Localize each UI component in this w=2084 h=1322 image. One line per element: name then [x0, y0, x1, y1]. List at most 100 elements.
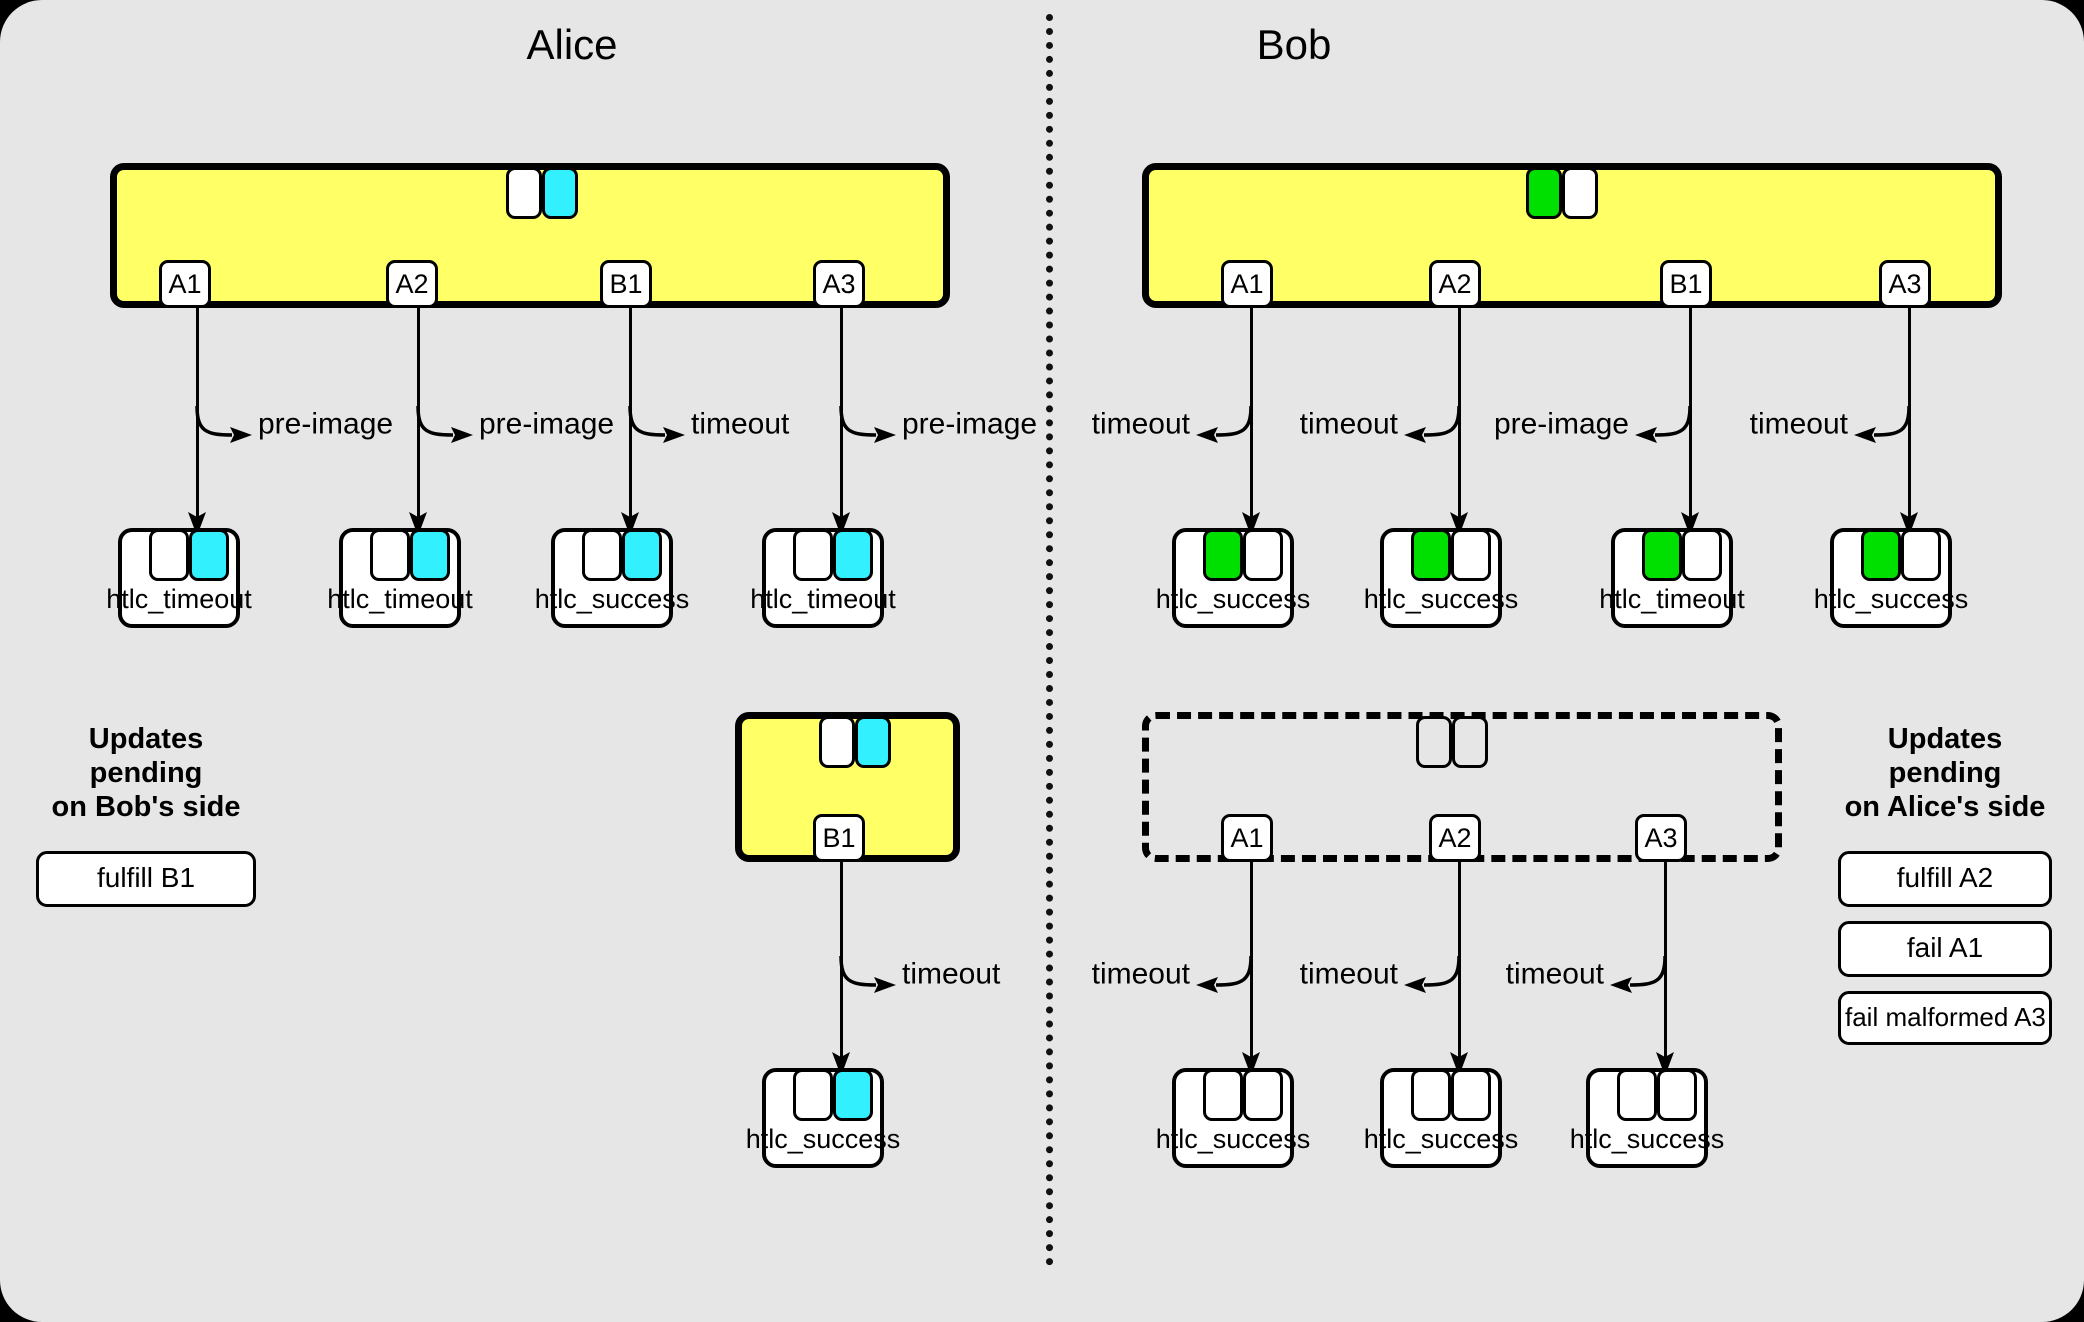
- alice-second-branch-b1: timeout: [839, 955, 1110, 995]
- bob-htlc-box-3: htlc_timeout: [1599, 528, 1745, 628]
- commitment-chip-local: [819, 716, 855, 768]
- htlc-chips: [1411, 1069, 1491, 1121]
- pending-panel-bob-side: Updates pending on Bob's side fulfill B1: [36, 722, 256, 907]
- branch-arrow-icon: [839, 955, 896, 993]
- bob-arrowhead-a1: [1238, 500, 1264, 536]
- branch-arrow-icon: [1404, 405, 1461, 443]
- alice-htlc-box-1: htlc_timeout: [106, 528, 252, 628]
- bob-second-branch-label-a3: timeout: [1505, 957, 1604, 991]
- htlc-chips: [149, 529, 229, 581]
- alice-output-tab-a2[interactable]: A2: [386, 260, 438, 308]
- alice-output-tab-a3[interactable]: A3: [813, 260, 865, 308]
- htlc-chips: [1861, 529, 1941, 581]
- bob-second-output-tab-a2[interactable]: A2: [1429, 814, 1481, 862]
- alice-arrowhead-b1: [617, 500, 643, 536]
- htlc-chips: [1411, 529, 1491, 581]
- bob-htlc-box-4: htlc_success: [1814, 528, 1968, 628]
- alice-branch-label-a2: pre-image: [479, 407, 615, 441]
- htlc-chip-local: [793, 1069, 833, 1121]
- branch-arrow-icon: [1404, 955, 1461, 993]
- alice-branch-a2: pre-image: [416, 405, 687, 445]
- htlc-chip-local: [1203, 529, 1243, 581]
- alice-branch-a3: pre-image: [839, 405, 1110, 445]
- bob-second-htlc-box-1: htlc_success: [1156, 1068, 1310, 1168]
- htlc-chips: [793, 1069, 873, 1121]
- bob-second-output-tab-a3[interactable]: A3: [1635, 814, 1687, 862]
- commitment-chip-local: [506, 167, 542, 219]
- bob-second-arrowhead-a1: [1238, 1040, 1264, 1076]
- bob-second-commitment-chips: [1416, 716, 1488, 768]
- htlc-chip-remote: [1451, 1069, 1491, 1121]
- bob-second-htlc-name-3: htlc_success: [1569, 1124, 1725, 1154]
- alice-output-tab-b1[interactable]: B1: [600, 260, 652, 308]
- alice-htlc-name-4: htlc_timeout: [750, 584, 896, 614]
- htlc-chips: [1203, 1069, 1283, 1121]
- bob-second-htlc-box-3: htlc_success: [1570, 1068, 1724, 1168]
- bob-commitment-chips: [1526, 167, 1598, 219]
- htlc-chip-remote: [622, 529, 662, 581]
- alice-output-tab-a1[interactable]: A1: [159, 260, 211, 308]
- alice-htlc-name-3: htlc_success: [534, 584, 690, 614]
- branch-arrow-icon: [628, 405, 685, 443]
- commitment-chip-remote: [542, 167, 578, 219]
- htlc-chip-remote: [1243, 529, 1283, 581]
- branch-arrow-icon: [1196, 405, 1253, 443]
- pending-item-fulfill-a2[interactable]: fulfill A2: [1838, 850, 2052, 907]
- htlc-chip-remote: [833, 529, 873, 581]
- htlc-chip-remote: [410, 529, 450, 581]
- alice-branch-a1: pre-image: [195, 405, 466, 445]
- pending-item-fulfill-b1[interactable]: fulfill B1: [36, 850, 256, 907]
- bob-second-htlc-box-2: htlc_success: [1364, 1068, 1518, 1168]
- alice-branch-label-a1: pre-image: [258, 407, 394, 441]
- pending-item-fail-malformed-a3[interactable]: fail malformed A3: [1838, 990, 2052, 1045]
- pending-panel-alice-side-title: Updates pending on Alice's side: [1844, 723, 2046, 824]
- bob-output-tab-b1[interactable]: B1: [1660, 260, 1712, 308]
- bob-second-branch-a1: timeout: [1000, 955, 1253, 995]
- branch-arrow-icon: [839, 405, 896, 443]
- bob-htlc-box-1: htlc_success: [1156, 528, 1310, 628]
- alice-arrowhead-a3: [828, 500, 854, 536]
- bob-second-branch-a3: timeout: [1414, 955, 1667, 995]
- commitment-chip-local: [1526, 167, 1562, 219]
- bob-branch-a1: timeout: [1000, 405, 1253, 445]
- alice-branch-label-a3: pre-image: [902, 407, 1038, 441]
- htlc-chip-local: [1617, 1069, 1657, 1121]
- bob-htlc-box-2: htlc_success: [1364, 528, 1518, 628]
- bob-second-htlc-name-1: htlc_success: [1155, 1124, 1311, 1154]
- bob-htlc-name-3: htlc_timeout: [1599, 584, 1745, 614]
- alice-commitment-tx: [110, 163, 950, 308]
- alice-htlc-box-4: htlc_timeout: [750, 528, 896, 628]
- branch-arrow-icon: [1854, 405, 1911, 443]
- alice-htlc-box-3: htlc_success: [535, 528, 689, 628]
- bob-branch-label-a3: timeout: [1749, 407, 1848, 441]
- bob-second-arrowhead-a3: [1652, 1040, 1678, 1076]
- bob-output-tab-a3[interactable]: A3: [1879, 260, 1931, 308]
- bob-second-output-tab-a1[interactable]: A1: [1221, 814, 1273, 862]
- alice-arrowhead-a1: [184, 500, 210, 536]
- bob-output-tab-a1[interactable]: A1: [1221, 260, 1273, 308]
- htlc-chips: [1642, 529, 1722, 581]
- bob-second-arrowhead-a2: [1446, 1040, 1472, 1076]
- htlc-chip-remote: [1451, 529, 1491, 581]
- branch-arrow-icon: [1196, 955, 1253, 993]
- pending-item-fail-a1[interactable]: fail A1: [1838, 920, 2052, 977]
- htlc-chip-local: [370, 529, 410, 581]
- alice-second-htlc-name-1: htlc_success: [745, 1124, 901, 1154]
- htlc-chips: [1203, 529, 1283, 581]
- htlc-chip-remote: [1901, 529, 1941, 581]
- commitment-chip-remote: [1452, 716, 1488, 768]
- bob-output-tab-a2[interactable]: A2: [1429, 260, 1481, 308]
- alice-second-commitment-chips: [819, 716, 891, 768]
- htlc-chips: [582, 529, 662, 581]
- htlc-chips: [370, 529, 450, 581]
- bob-commitment-tx: [1142, 163, 2002, 308]
- bob-second-htlc-name-2: htlc_success: [1363, 1124, 1519, 1154]
- bob-htlc-name-4: htlc_success: [1813, 584, 1969, 614]
- commitment-chip-remote: [1562, 167, 1598, 219]
- bob-second-branch-a2: timeout: [1208, 955, 1461, 995]
- alice-second-output-tab-b1[interactable]: B1: [813, 814, 865, 862]
- bob-branch-label-b1: pre-image: [1493, 407, 1629, 441]
- branch-arrow-icon: [416, 405, 473, 443]
- htlc-chip-remote: [189, 529, 229, 581]
- bob-arrowhead-b1: [1677, 500, 1703, 536]
